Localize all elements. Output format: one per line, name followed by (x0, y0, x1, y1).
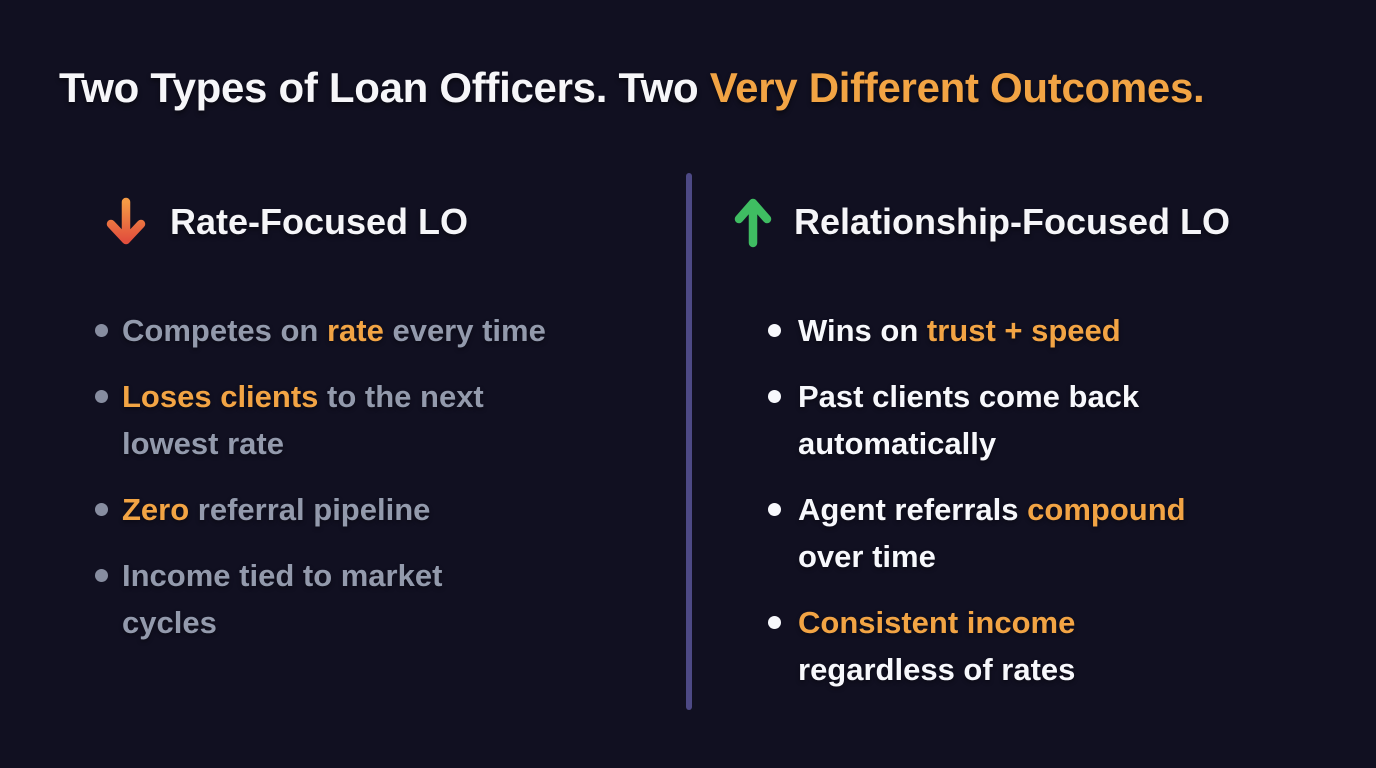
bullet-line: Zero referral pipeline (122, 486, 650, 533)
relationship-focused-heading: Relationship-Focused LO (733, 196, 1230, 248)
relationship-focused-heading-label: Relationship-Focused LO (794, 201, 1231, 242)
text-segment: compound (1027, 492, 1186, 527)
text-segment: referral pipeline (189, 492, 431, 527)
up-arrow-icon (734, 198, 772, 248)
text-segment: every time (383, 313, 546, 348)
text-segment: Income tied to market (122, 558, 443, 593)
text-segment: Wins on (798, 313, 927, 348)
title-highlight-text: Very Different Outcomes. (709, 64, 1205, 111)
text-segment: Past clients come back (798, 379, 1140, 414)
page-title: Two Types of Loan Officers. Two Very Dif… (59, 62, 1205, 114)
text-segment: to the next (318, 379, 484, 414)
bullet-line: Income tied to market (122, 552, 650, 599)
bullet-line: regardless of rates (798, 646, 1333, 693)
bullet-line: automatically (798, 420, 1333, 467)
bullet-dot (768, 616, 781, 629)
text-segment: rate (326, 313, 384, 348)
bullet-line: cycles (122, 599, 650, 646)
bullet-line: Consistent income (798, 599, 1333, 646)
list-item: Loses clients to the next lowest rate (95, 373, 650, 467)
bullet-line: Agent referrals compound (798, 486, 1333, 533)
text-segment: over time (798, 539, 936, 574)
list-item: Competes on rate every time (95, 307, 650, 354)
list-item: Past clients come back automatically (768, 373, 1333, 467)
bullet-dot (768, 390, 781, 403)
column-divider (686, 173, 692, 710)
title-plain-text: Two Types of Loan Officers. Two (59, 64, 710, 111)
bullet-line: Wins on trust + speed (798, 307, 1333, 354)
bullet-line: Loses clients to the next (122, 373, 650, 420)
bullet-line: over time (798, 533, 1333, 580)
list-item: Consistent income regardless of rates (768, 599, 1333, 693)
down-arrow-icon (106, 197, 146, 245)
text-segment: Loses clients (122, 379, 319, 414)
text-segment: automatically (798, 426, 997, 461)
text-segment: trust + speed (926, 313, 1121, 348)
text-segment: Competes on (122, 313, 327, 348)
text-segment: Consistent income (798, 605, 1076, 640)
text-segment: cycles (122, 605, 217, 640)
bullet-dot (768, 503, 781, 516)
list-item: Wins on trust + speed (768, 307, 1333, 354)
bullet-dot (95, 324, 108, 337)
bullet-dot (768, 324, 781, 337)
list-item: Agent referrals compound over time (768, 486, 1333, 580)
text-segment: Zero (122, 492, 190, 527)
text-segment: lowest rate (122, 426, 284, 461)
bullet-line: Competes on rate every time (122, 307, 650, 354)
bullet-line: lowest rate (122, 420, 650, 467)
list-item: Income tied to market cycles (95, 552, 650, 646)
rate-focused-heading-label: Rate-Focused LO (170, 201, 469, 242)
bullet-dot (95, 569, 108, 582)
bullet-dot (95, 390, 108, 403)
list-item: Zero referral pipeline (95, 486, 650, 533)
text-segment: Agent referrals (798, 492, 1028, 527)
bullet-line: Past clients come back (798, 373, 1333, 420)
rate-focused-heading: Rate-Focused LO (103, 196, 468, 248)
text-segment: regardless of rates (798, 652, 1076, 687)
bullet-dot (95, 503, 108, 516)
